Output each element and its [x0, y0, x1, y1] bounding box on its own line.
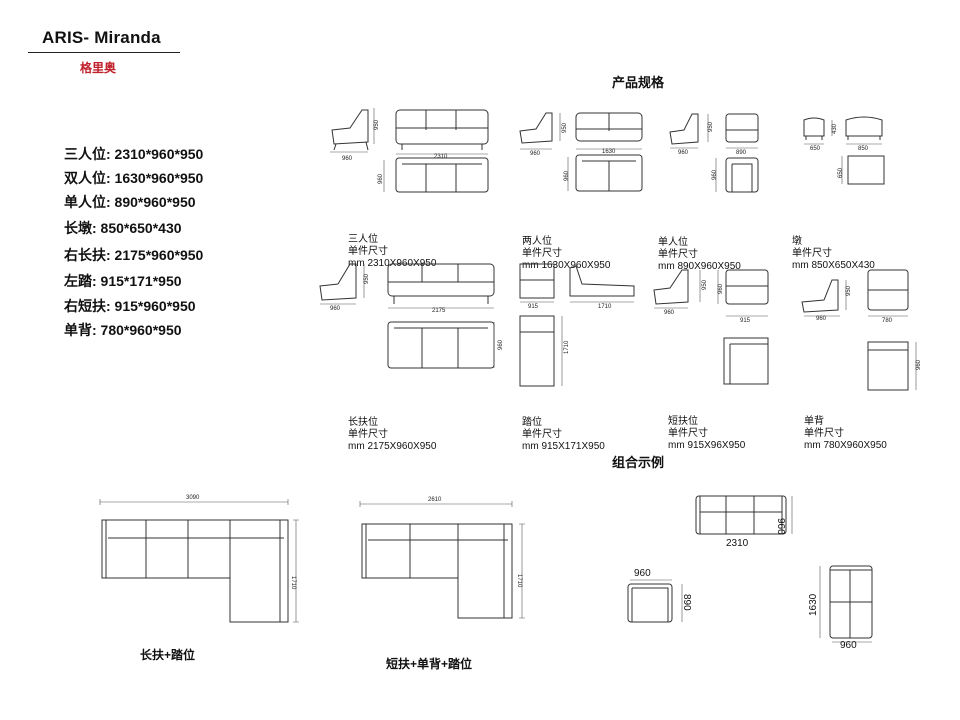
combo-caption: 短扶+单背+踏位 [386, 657, 473, 671]
ottoman-drawing: 650 430 850 650 [803, 116, 885, 185]
dim-label: 960 [664, 310, 675, 316]
dim-label: 950 [846, 285, 852, 296]
spec-line: 单人位: 890*960*950 [64, 194, 196, 210]
spec-line: 左踏: 915*171*950 [64, 273, 182, 289]
dim-label: 960 [330, 306, 341, 312]
spec-line: 三人位: 2310*960*950 [64, 146, 204, 162]
combo-long-arm-chaise: 3090 1710 [99, 495, 299, 623]
chaise-drawing: 915 1710 1710 [519, 263, 635, 387]
dim-label: 1630 [808, 593, 819, 616]
dim-label: 2310 [434, 154, 448, 160]
dim-label: 950 [364, 273, 370, 284]
spec-line: 右短扶: 915*960*950 [64, 298, 196, 314]
dim-label: 650 [810, 146, 821, 152]
dim-label: 950 [702, 279, 708, 290]
single-seat-drawing: 960 950 890 960 [669, 113, 759, 193]
single-back-drawing: 960 950 780 960 [801, 269, 922, 391]
dim-label: 1710 [516, 574, 522, 588]
dim-label: 780 [882, 318, 893, 324]
dim-label: 650 [838, 167, 844, 178]
dim-label: 950 [374, 119, 380, 130]
page-title: ARIS- Miranda [42, 28, 161, 47]
dim-label: 950 [708, 121, 714, 132]
dim-label: 1710 [598, 304, 612, 310]
spec-line: 双人位: 1630*960*950 [64, 170, 204, 186]
dim-label: 1630 [602, 149, 616, 155]
dim-label: 960 [712, 169, 718, 180]
two-seat-drawing: 960 950 1630 960 [519, 112, 643, 192]
combination-example-layout: 2310 960 960 890 1630 960 [627, 495, 873, 650]
long-arm-drawing: 960 950 2175 960 [319, 263, 504, 369]
short-arm-drawing: 960 950 915 960 [653, 269, 769, 385]
dim-label: 960 [530, 151, 541, 157]
three-seat-drawing: 960 950 2310 960 [330, 108, 489, 193]
dim-label: 960 [816, 316, 827, 322]
dim-label: 915 [740, 318, 751, 324]
dim-label: 890 [736, 150, 747, 156]
dim-label: 960 [342, 156, 353, 162]
dim-label: 2310 [726, 538, 749, 549]
dim-label: 890 [681, 594, 692, 611]
brand-chinese-name: 格里奥 [80, 61, 117, 75]
dim-label: 3090 [186, 495, 200, 501]
dim-label: 950 [562, 122, 568, 133]
dim-label: 430 [832, 123, 838, 134]
dim-label: 850 [858, 146, 869, 152]
section-title-products: 产品规格 [612, 75, 665, 90]
dim-label: 2175 [432, 308, 446, 314]
dim-label: 960 [498, 339, 504, 350]
dim-label: 960 [378, 173, 384, 184]
combo-caption: 长扶+踏位 [140, 648, 196, 662]
spec-line: 长墩: 850*650*430 [64, 220, 182, 236]
dim-label: 960 [840, 640, 857, 650]
dim-label: 960 [718, 283, 724, 294]
dim-label: 960 [634, 568, 651, 579]
dim-label: 960 [775, 518, 786, 535]
dim-label: 960 [564, 170, 570, 181]
dim-label: 2610 [428, 497, 442, 503]
dim-label: 1710 [290, 576, 296, 590]
dim-label: 960 [916, 359, 922, 370]
dim-label: 1710 [564, 340, 570, 354]
dim-label: 915 [528, 304, 539, 310]
title-underline [28, 52, 180, 53]
combo-short-arm-chaise: 2610 1710 [359, 497, 525, 619]
spec-line: 单背: 780*960*950 [64, 322, 182, 338]
spec-line: 右长扶: 2175*960*950 [64, 247, 204, 263]
dim-label: 960 [678, 150, 689, 156]
section-title-examples: 组合示例 [612, 455, 665, 470]
